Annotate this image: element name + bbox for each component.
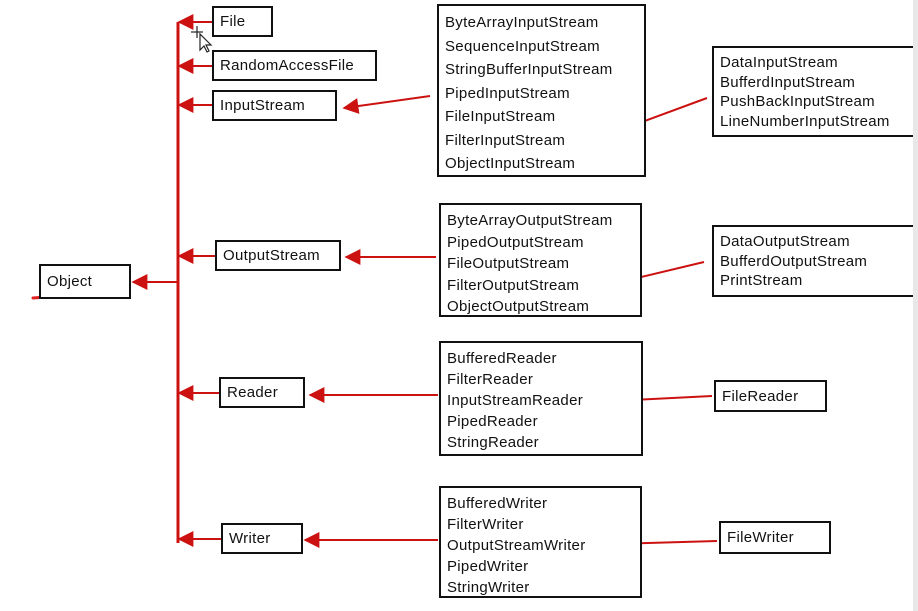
- list-item: SequenceInputStream: [445, 37, 600, 55]
- writer-box: Writer: [221, 523, 303, 554]
- list-item: BufferdOutputStream: [720, 252, 868, 270]
- input-stream-label: InputStream: [220, 97, 306, 114]
- list-item: BufferedReader: [447, 350, 557, 367]
- list-item: PipedWriter: [447, 558, 529, 575]
- file-box: File: [212, 6, 273, 37]
- list-item: InputStreamReader: [447, 392, 584, 409]
- reader-subclasses-box: BufferedReader FilterReader InputStreamR…: [439, 341, 643, 456]
- list-item: StringReader: [447, 434, 539, 451]
- list-item: ByteArrayInputStream: [445, 14, 599, 31]
- list-item: StringBufferInputStream: [445, 61, 613, 78]
- output-stream-box: OutputStream: [215, 240, 341, 271]
- list-item: ObjectOutputStream: [447, 298, 590, 315]
- list-item: BufferdInputStream: [720, 73, 856, 91]
- list-item: BufferedWriter: [447, 495, 548, 512]
- file-writer-box: FileWriter: [719, 521, 831, 554]
- object-label: Object: [47, 273, 93, 290]
- list-item: PipedReader: [447, 413, 538, 430]
- filter-input-stream-subclasses-box: DataInputStream BufferdInputStream PushB…: [712, 46, 918, 137]
- list-item: FileInputStream: [445, 108, 556, 125]
- output-stream-label: OutputStream: [223, 247, 320, 264]
- file-reader-box: FileReader: [714, 380, 827, 412]
- output-stream-subclasses-box: ByteArrayOutputStream PipedOutputStream …: [439, 203, 642, 317]
- writer-label: Writer: [229, 530, 271, 547]
- list-item: DataOutputStream: [720, 233, 850, 250]
- list-item: FilterOutputStream: [447, 276, 580, 294]
- file-label: File: [220, 13, 246, 30]
- list-item: PushBackInputStream: [720, 93, 875, 110]
- input-stream-box: InputStream: [212, 90, 337, 121]
- list-item: StringWriter: [447, 579, 530, 596]
- list-item: DataInputStream: [720, 54, 838, 71]
- input-stream-subclasses-box: ByteArrayInputStream SequenceInputStream…: [437, 4, 646, 177]
- window-edge: [913, 0, 918, 611]
- list-item: FilterReader: [447, 371, 534, 388]
- list-item: PrintStream: [720, 272, 803, 289]
- list-item: FileOutputStream: [447, 255, 570, 272]
- filter-output-stream-subclasses-box: DataOutputStream BufferdOutputStream Pri…: [712, 225, 918, 297]
- reader-label: Reader: [227, 384, 278, 401]
- reader-box: Reader: [219, 377, 305, 408]
- list-item: ByteArrayOutputStream: [447, 212, 613, 229]
- list-item: FilterInputStream: [445, 131, 566, 149]
- random-access-file-box: RandomAccessFile: [212, 50, 377, 81]
- mouse-cursor-icon: [191, 26, 213, 53]
- file-reader-label: FileReader: [722, 387, 799, 405]
- list-item: LineNumberInputStream: [720, 112, 890, 130]
- list-item: ObjectInputStream: [445, 155, 576, 172]
- random-access-file-label: RandomAccessFile: [220, 57, 355, 74]
- object-box: Object: [39, 264, 131, 299]
- list-item: PipedOutputStream: [447, 233, 584, 251]
- list-item: PipedInputStream: [445, 84, 570, 102]
- list-item: OutputStreamWriter: [447, 537, 586, 554]
- file-writer-label: FileWriter: [727, 529, 794, 546]
- writer-subclasses-box: BufferedWriter FilterWriter OutputStream…: [439, 486, 642, 598]
- list-item: FilterWriter: [447, 516, 524, 533]
